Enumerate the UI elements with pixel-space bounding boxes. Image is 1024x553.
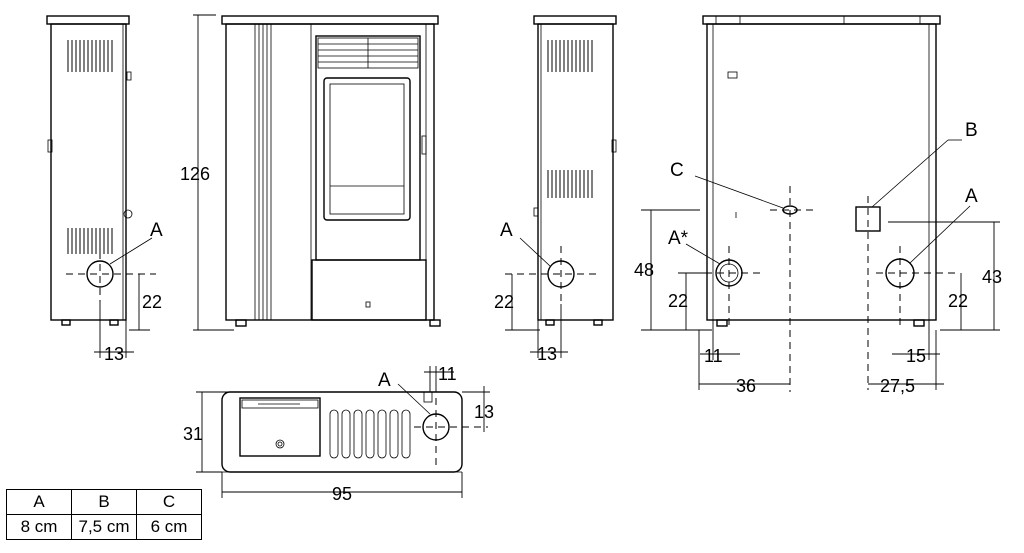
right-lower-grill <box>547 170 593 198</box>
dim-left-13: 13 <box>104 344 124 364</box>
front-glass-door <box>323 77 411 221</box>
label-a-star: A* <box>668 228 689 249</box>
dim-rear-a-22: 22 <box>948 291 968 311</box>
top-control-panel <box>239 397 321 457</box>
dim-rear-11: 11 <box>704 346 723 366</box>
dim-top-95: 95 <box>332 484 352 504</box>
left-upper-grill <box>67 40 113 72</box>
label-a-right: A <box>500 220 513 241</box>
front-view: 126 <box>180 14 441 331</box>
dim-left-22: 22 <box>142 292 162 312</box>
right-side-view: A 22 13 <box>494 15 617 364</box>
label-a-left: A <box>150 220 163 241</box>
dim-rear-48: 48 <box>634 260 654 280</box>
label-b-rear: B <box>965 120 978 141</box>
dim-rear-a-star-22: 22 <box>668 291 688 311</box>
dim-rear-27-5: 27,5 <box>880 376 915 396</box>
label-a-rear: A <box>965 186 978 207</box>
legend-header-a: A <box>6 489 72 515</box>
rear-outlet-b <box>855 206 881 232</box>
dim-right-22: 22 <box>494 292 514 312</box>
label-a-top: A <box>378 370 391 391</box>
dim-rear-43: 43 <box>982 267 1002 287</box>
legend-header-c: C <box>136 489 202 515</box>
left-flue-outlet <box>86 260 114 288</box>
rear-view: C B A* A 48 22 43 22 <box>634 15 1002 396</box>
left-lower-grill <box>67 228 113 254</box>
outlet-size-legend: A B C 8 cm 7,5 cm 6 cm <box>6 489 202 540</box>
dim-top-11: 11 <box>438 364 457 384</box>
dim-top-13: 13 <box>474 402 494 422</box>
dim-height-126: 126 <box>180 164 210 184</box>
legend-value-row: 8 cm 7,5 cm 6 cm <box>6 514 202 540</box>
legend-value-c: 6 cm <box>136 514 202 540</box>
front-drawer <box>311 259 427 321</box>
right-upper-grill <box>547 40 593 72</box>
dim-right-13: 13 <box>537 344 557 364</box>
front-top-grill <box>317 37 419 69</box>
legend-header-b: B <box>71 489 137 515</box>
legend-value-a: 8 cm <box>6 514 72 540</box>
top-view: A 31 95 11 13 <box>183 364 494 504</box>
dim-rear-36: 36 <box>736 376 756 396</box>
dim-rear-15: 15 <box>906 346 926 366</box>
top-grill <box>329 409 411 459</box>
dim-top-31: 31 <box>183 424 203 444</box>
legend-header-row: A B C <box>6 489 202 515</box>
left-side-view: A 22 13 <box>46 15 163 364</box>
legend-value-b: 7,5 cm <box>71 514 137 540</box>
label-c-rear: C <box>670 160 684 181</box>
